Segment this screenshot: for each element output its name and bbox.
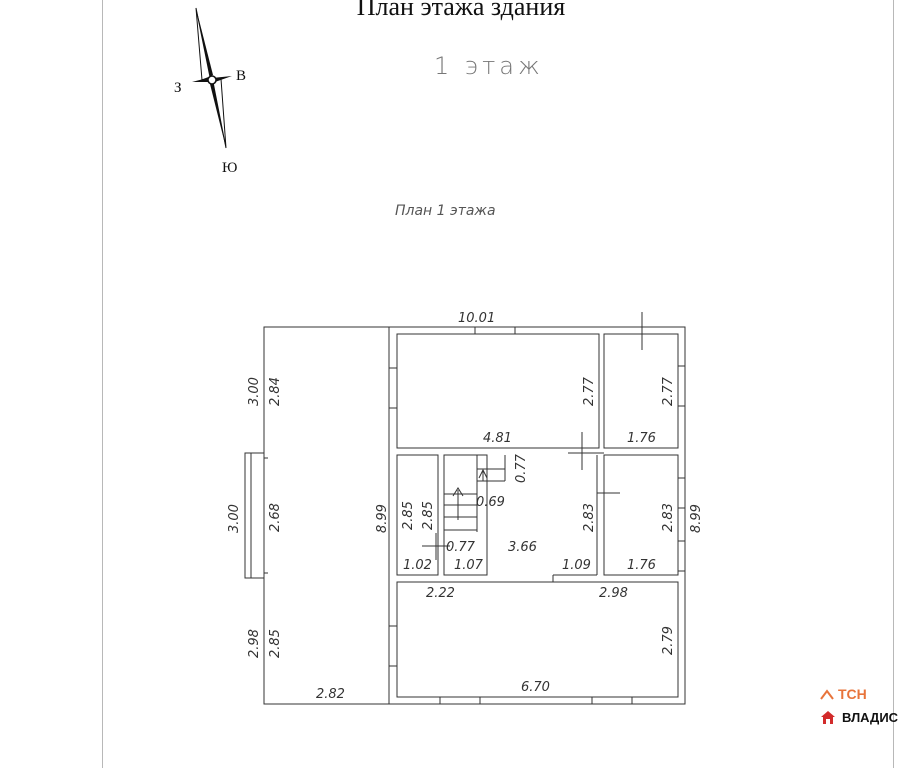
house-arc-icon: [820, 689, 834, 700]
dim-wc-width: 1.02: [403, 558, 432, 573]
dim-mid-total-left: 8.99: [375, 504, 390, 533]
room-c: [596, 455, 620, 575]
dim-room-c-width: 1.76: [627, 558, 656, 573]
dim-left-lower-inner: 2.85: [268, 629, 283, 658]
dim-stair-bottom: 0.77: [446, 540, 476, 555]
frame-border-left: [102, 0, 103, 768]
stair-block: [396, 454, 506, 576]
plan-caption: План 1 этажа: [395, 203, 496, 219]
dim-left-upper-inner: 2.84: [268, 377, 283, 406]
dim-bottom-left-span: 2.22: [426, 586, 455, 601]
room-a: [388, 326, 600, 449]
dim-room-e-height: 2.79: [661, 626, 676, 655]
dim-left-bottom-width: 2.82: [316, 687, 345, 702]
dim-room-b-height: 2.77: [661, 376, 676, 406]
dim-stair-base: 1.07: [454, 558, 484, 573]
page-title: План этажа здания: [356, 0, 566, 21]
dim-hall-width: 3.66: [508, 540, 537, 555]
dim-room-d-height: 2.83: [661, 503, 676, 532]
room-e: [388, 574, 679, 705]
compass-south: Ю: [222, 160, 237, 176]
dim-room-a-width: 4.81: [483, 431, 512, 446]
dim-left-mid-outer: 3.00: [227, 504, 242, 533]
dim-wc-height: 2.85: [401, 501, 416, 530]
floor-label: 1 этаж: [434, 52, 544, 80]
room-d: [603, 454, 686, 576]
outer-walls: [263, 326, 686, 705]
logo-bottom-text: ВЛАДИС: [842, 710, 899, 725]
logo-top-text: ТСН: [838, 686, 867, 702]
dim-right-passage: 1.09: [562, 558, 591, 573]
company-logo: ТСН ВЛАДИС: [820, 686, 916, 730]
dim-bottom-right-span: 2.98: [599, 586, 628, 601]
dim-stair-height: 2.85: [421, 501, 436, 530]
compass-east: В: [236, 68, 246, 84]
compass-icon: З В Ю: [174, 7, 246, 176]
dim-left-mid-inner: 2.68: [268, 503, 283, 532]
left-window-bay: [244, 452, 268, 579]
dim-right-total: 8.99: [689, 504, 704, 533]
house-icon: [821, 711, 835, 724]
compass-west: З: [174, 80, 182, 96]
dim-room-e-width: 6.70: [521, 680, 550, 695]
frame-border-right: [893, 0, 894, 768]
dim-left-upper-outer: 3.00: [247, 377, 262, 406]
dim-stair-width: 0.77: [514, 453, 529, 483]
dim-room-a-height: 2.77: [582, 376, 597, 406]
room-b: [568, 312, 686, 470]
dim-room-c-height: 2.83: [582, 503, 597, 532]
dim-room-b-width: 1.76: [627, 431, 656, 446]
dim-top-total: 10.01: [458, 311, 495, 326]
dim-stair-depth: 0.69: [476, 495, 505, 510]
dimension-labels: 10.01 3.00 2.84 3.00 2.68 2.98 2.85 2.82…: [227, 311, 704, 702]
dim-left-lower-outer: 2.98: [247, 629, 262, 658]
